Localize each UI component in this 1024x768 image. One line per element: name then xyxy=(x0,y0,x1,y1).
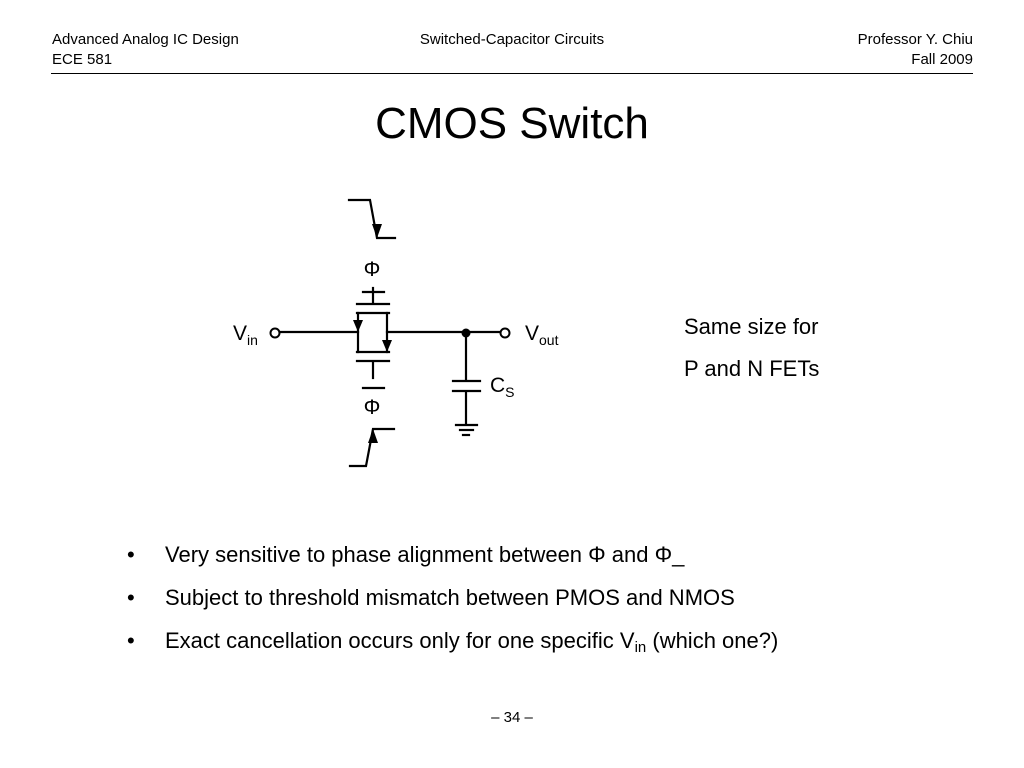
vin-terminal xyxy=(269,327,281,339)
bullet-text: Very sensitive to phase alignment betwee… xyxy=(165,542,685,567)
bullet-text-tail: (which one?) xyxy=(646,628,779,653)
rising-edge-arrow-icon xyxy=(368,429,378,443)
page-number: – 34 – xyxy=(491,709,533,726)
bullet-subscript: in xyxy=(634,639,647,656)
bullet-dot: • xyxy=(127,585,135,610)
bullet-list: • Very sensitive to phase alignment betw… xyxy=(122,533,778,662)
pmos-transistor xyxy=(355,286,391,315)
bullet-text: Subject to threshold mismatch between PM… xyxy=(165,585,735,610)
header-divider xyxy=(51,73,973,74)
phi-top-label: Φ xyxy=(364,258,381,281)
bullet-item: • Exact cancellation occurs only for one… xyxy=(122,619,778,662)
nmos-transistor xyxy=(355,350,391,380)
vout-terminal xyxy=(499,327,511,339)
output-node xyxy=(461,328,471,338)
slide-title: CMOS Switch xyxy=(375,99,649,148)
instructor-name: Professor Y. Chiu xyxy=(857,31,973,48)
cs-label: CS xyxy=(490,374,515,400)
bullet-dot: • xyxy=(127,542,135,567)
size-note-line1: Same size for xyxy=(684,314,819,339)
size-note: Same size for P and N FETs xyxy=(684,306,819,390)
term: Fall 2009 xyxy=(911,51,973,68)
course-title: Advanced Analog IC Design xyxy=(52,31,239,48)
bullet-text: Exact cancellation occurs only for one s… xyxy=(165,628,635,653)
vout-label-main: V xyxy=(525,322,539,345)
vin-label-sub: in xyxy=(247,332,258,348)
vin-label-main: V xyxy=(233,322,247,345)
bullet-item: • Subject to threshold mismatch between … xyxy=(122,576,778,619)
falling-clock-waveform xyxy=(347,198,397,240)
phi-bottom-label: Φ xyxy=(364,396,381,419)
pmos-arrow-icon xyxy=(353,320,363,332)
nmos-arrow-icon xyxy=(382,340,392,352)
course-number: ECE 581 xyxy=(52,51,113,68)
ground-icon xyxy=(454,423,479,437)
vin-label: Vin xyxy=(233,322,258,348)
topic-header: Switched-Capacitor Circuits xyxy=(419,31,605,48)
cs-label-main: C xyxy=(490,374,505,397)
size-note-line2: P and N FETs xyxy=(684,356,820,381)
vout-label-sub: out xyxy=(539,332,559,348)
bullet-item: • Very sensitive to phase alignment betw… xyxy=(122,533,778,576)
vout-label: Vout xyxy=(525,322,559,348)
rising-clock-waveform xyxy=(348,427,396,468)
bullet-dot: • xyxy=(127,628,135,653)
falling-edge-arrow-icon xyxy=(372,224,382,238)
cs-label-sub: S xyxy=(505,384,514,400)
